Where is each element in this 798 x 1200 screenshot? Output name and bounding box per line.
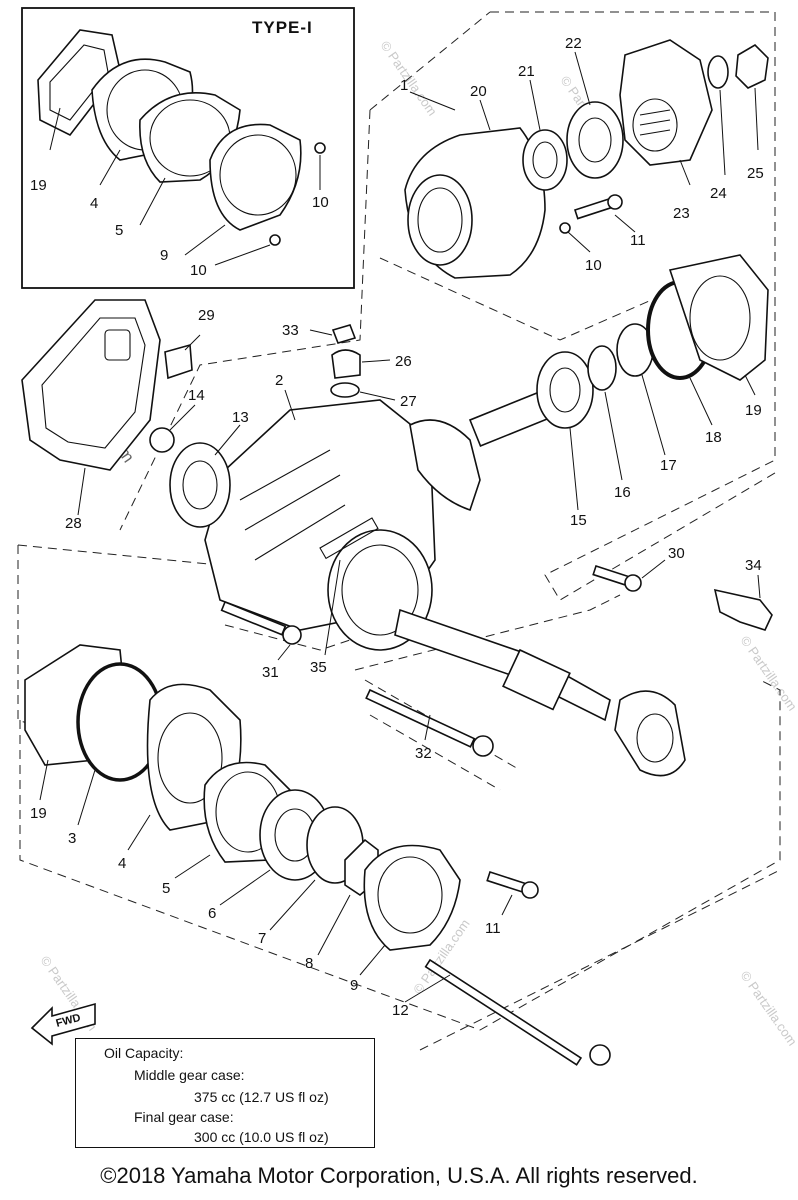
bearing-21	[522, 129, 568, 191]
bearing-15	[536, 351, 594, 429]
copyright-notice: ©2018 Yamaha Motor Corporation, U.S.A. A…	[100, 1163, 698, 1188]
callout-10: 10	[312, 194, 329, 211]
middle-gear-case-label: Middle gear case:	[134, 1067, 245, 1083]
gear-case-group: 33 26 27 2 13 35	[169, 322, 436, 676]
callout-20: 20	[470, 83, 487, 100]
pinion-group: 15 16 17 18 19	[409, 254, 769, 529]
bearing-22	[566, 101, 624, 179]
callout-19: 19	[745, 402, 762, 419]
side-gasket-group: 29 28 14	[21, 299, 215, 532]
gasket-28	[21, 299, 161, 471]
bolt-11-lower	[486, 870, 528, 894]
callout-28: 28	[65, 515, 82, 532]
callout-22: 22	[565, 35, 582, 52]
callout-7: 7	[258, 930, 266, 947]
long-bolt-12	[424, 958, 583, 1066]
washer-10-upper	[559, 222, 571, 234]
middle-gear-case-value: 375 cc (12.7 US fl oz)	[194, 1089, 329, 1105]
callout-30: 30	[668, 545, 685, 562]
callout-5: 5	[115, 222, 123, 239]
final-gear-lower-group: 19 3 4 5 6 7 8 9 11 12	[24, 644, 611, 1066]
callout-18: 18	[705, 429, 722, 446]
callout-19: 19	[30, 805, 47, 822]
callout-34: 34	[745, 557, 762, 574]
bearing-13	[169, 442, 231, 528]
final-drive-upper-group: 1 20 21 22 23 24 25 11 10	[400, 35, 769, 279]
callout-12: 12	[392, 1002, 409, 1019]
callout-9: 9	[160, 247, 168, 264]
fastener-group: 30 34 31 32	[220, 545, 773, 762]
callout-13: 13	[232, 409, 249, 426]
type-label: TYPE-I	[252, 18, 313, 37]
callout-23: 23	[673, 205, 690, 222]
callout-3: 3	[68, 830, 76, 847]
callout-10: 10	[585, 257, 602, 274]
callout-35: 35	[310, 659, 327, 676]
watermark: © Partzilla.com	[738, 968, 798, 1048]
cap-9-lower	[363, 844, 461, 951]
ring-gear	[614, 690, 686, 777]
callout-29: 29	[198, 307, 215, 324]
callout-27: 27	[400, 393, 417, 410]
callout-21: 21	[518, 63, 535, 80]
drive-shaft	[394, 608, 611, 722]
callout-9: 9	[350, 977, 358, 994]
type-i-inset: TYPE-I 19 4 5 9 10 10	[21, 7, 355, 289]
stud-32	[365, 688, 476, 748]
final-gear-case-value: 300 cc (10.0 US fl oz)	[194, 1129, 329, 1145]
cap-9-inset	[209, 123, 302, 231]
callout-4: 4	[90, 195, 98, 212]
final-gear-case-label: Final gear case:	[134, 1109, 234, 1125]
washer-10-inset	[314, 142, 326, 154]
callout-24: 24	[710, 185, 727, 202]
plug-29	[164, 343, 193, 380]
bracket-34	[713, 588, 773, 631]
callout-26: 26	[395, 353, 412, 370]
callout-17: 17	[660, 457, 677, 474]
fwd-arrow-icon: FWD	[30, 1002, 96, 1046]
oil-capacity-box: Oil Capacity: Middle gear case: 375 cc (…	[75, 1038, 375, 1148]
bevel-gear	[409, 419, 481, 512]
callout-31: 31	[262, 664, 279, 681]
callout-19: 19	[30, 177, 47, 194]
callout-1: 1	[400, 77, 408, 94]
callout-25: 25	[747, 165, 764, 182]
callout-11: 11	[630, 232, 646, 249]
washer-27	[330, 382, 360, 398]
callout-14: 14	[188, 387, 205, 404]
washer-24	[707, 55, 729, 89]
nut-25	[735, 43, 769, 89]
oil-capacity-heading: Oil Capacity:	[104, 1045, 184, 1061]
drive-shaft-group	[394, 608, 686, 777]
callout-32: 32	[415, 745, 432, 762]
callout-5: 5	[162, 880, 170, 897]
callout-8: 8	[305, 955, 313, 972]
callout-4: 4	[118, 855, 126, 872]
plug-26	[331, 349, 361, 379]
callout-2: 2	[275, 372, 283, 389]
washer-10-inset-b	[269, 234, 281, 246]
callout-10: 10	[190, 262, 207, 279]
callout-15: 15	[570, 512, 587, 529]
callout-11: 11	[485, 920, 501, 937]
callout-16: 16	[614, 484, 631, 501]
callout-33: 33	[282, 322, 299, 339]
cap-33	[331, 324, 357, 344]
watermark: © Partzilla.com	[738, 633, 798, 713]
circlip-14	[149, 427, 175, 453]
gasket-19-upper	[668, 254, 769, 381]
callout-6: 6	[208, 905, 216, 922]
spacer-16	[587, 345, 617, 391]
